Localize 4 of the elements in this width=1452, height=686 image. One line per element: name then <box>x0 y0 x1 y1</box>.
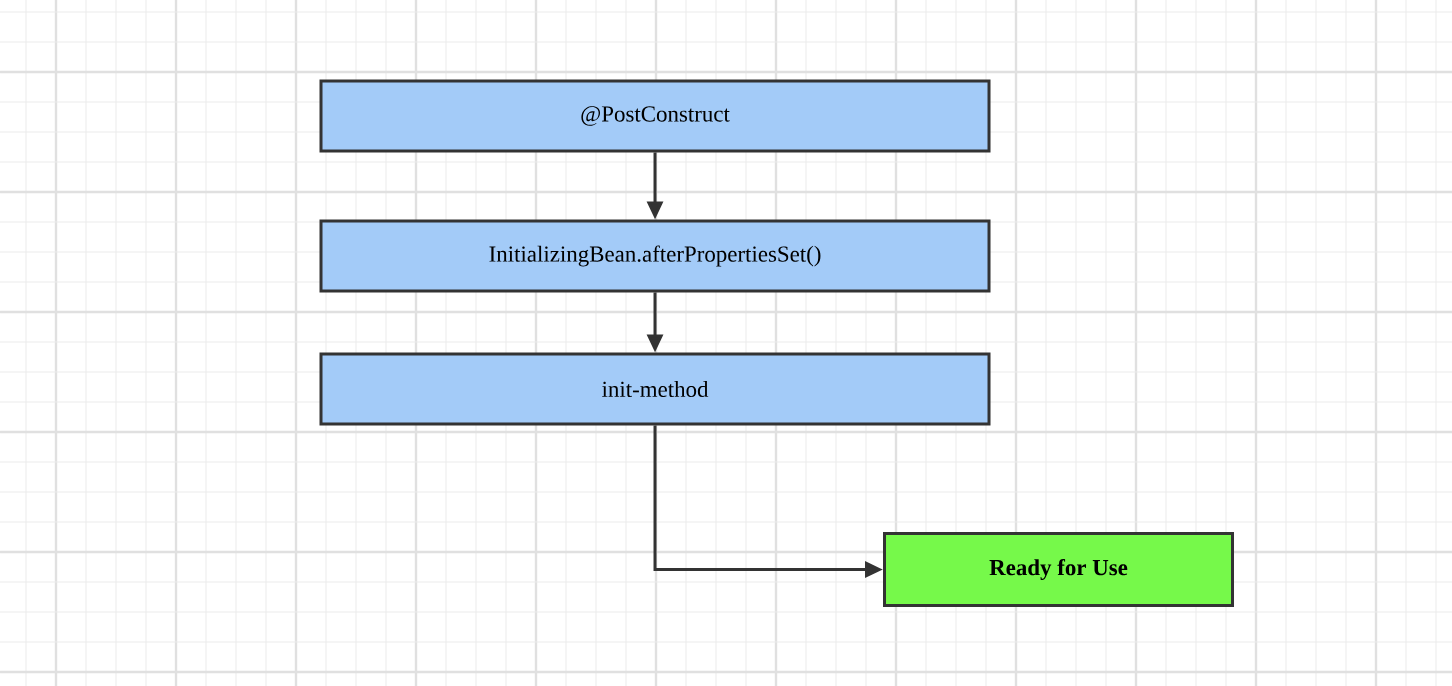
process-box: init-method <box>319 352 991 426</box>
process-box: InitializingBean.afterPropertiesSet() <box>319 219 991 293</box>
process-box: Ready for Use <box>883 532 1234 607</box>
process-box: @PostConstruct <box>319 79 991 153</box>
